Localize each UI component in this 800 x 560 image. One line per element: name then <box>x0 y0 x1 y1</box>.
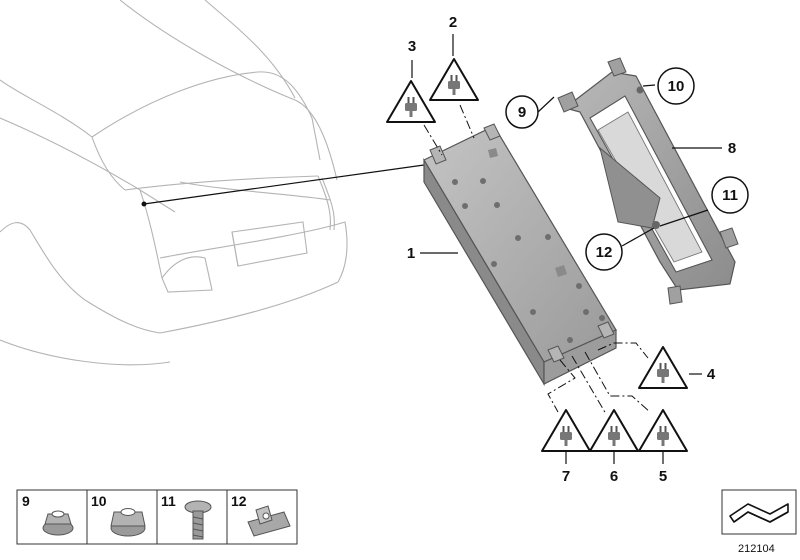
parts-thumbnail-strip: 9 10 11 12 <box>16 489 298 545</box>
control-module-part <box>423 123 617 387</box>
thumbnail-bolt-11: 11 <box>161 493 212 540</box>
callout-1: 1 <box>407 245 415 262</box>
callout-circle-10 <box>657 67 695 105</box>
connector-warning-icon <box>637 408 689 453</box>
svg-text:12: 12 <box>231 493 247 509</box>
location-leader-line <box>143 164 425 205</box>
connector-warning-icon <box>385 79 437 124</box>
callout-9: 9 <box>518 104 526 121</box>
thumbnail-nut-9: 9 <box>22 493 74 536</box>
svg-text:9: 9 <box>22 493 30 509</box>
callout-6: 6 <box>610 468 618 485</box>
callout-4: 4 <box>707 366 716 383</box>
svg-text:11: 11 <box>161 493 176 509</box>
callout-12: 12 <box>596 244 613 261</box>
connector-warning-icon <box>428 57 480 102</box>
callout-11: 11 <box>722 187 738 204</box>
callout-7: 7 <box>562 468 570 485</box>
location-dot <box>141 201 147 207</box>
callout-3: 3 <box>408 38 416 55</box>
callout-circle-9 <box>505 95 539 129</box>
callout-circle-11 <box>711 176 749 214</box>
callout-5: 5 <box>659 468 667 485</box>
callout-10: 10 <box>668 78 685 95</box>
callout-leaders <box>411 34 722 464</box>
callout-8: 8 <box>728 140 736 157</box>
connector-leaders <box>423 104 651 415</box>
svg-text:10: 10 <box>91 493 107 509</box>
thumbnail-flange-nut-10: 10 <box>91 493 146 537</box>
connector-warning-icon <box>588 408 640 453</box>
connector-warning-icon <box>637 345 689 390</box>
callout-circle-12 <box>585 233 623 271</box>
connector-warning-icon <box>540 408 592 453</box>
scheme-arrow-icon <box>721 489 797 535</box>
callout-2: 2 <box>449 14 457 31</box>
thumbnail-clip-nut-12: 12 <box>231 493 291 537</box>
diagram-id: 212104 <box>738 543 775 555</box>
mounting-bracket-part <box>557 57 739 305</box>
car-rear-outline <box>0 0 348 366</box>
